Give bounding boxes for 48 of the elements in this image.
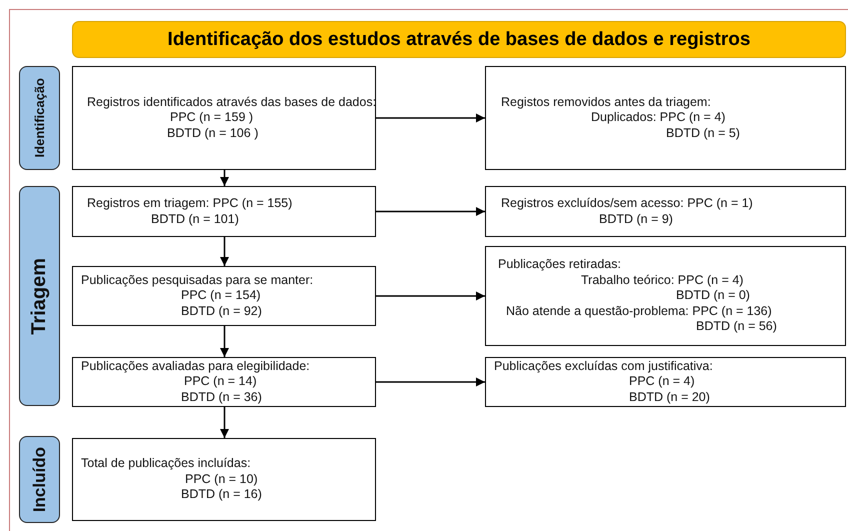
box-text: BDTD (n = 9) xyxy=(598,212,674,227)
box-text: PPC (n = 159 ) xyxy=(169,110,254,126)
box-text: Total de publicações incluídas: xyxy=(80,456,252,472)
box-text: BDTD (n = 5) xyxy=(665,126,741,142)
arrow xyxy=(220,170,229,186)
box-text: Registos removidos antes da triagem: xyxy=(500,94,712,110)
phase-label: Incluído xyxy=(19,436,60,523)
box-text: PPC (n = 10) xyxy=(184,472,259,488)
process-box xyxy=(72,266,376,326)
phase-label: Triagem xyxy=(19,186,60,406)
box-text: Publicações retiradas: xyxy=(497,257,622,273)
box-text: BDTD (n = 106 ) xyxy=(166,126,260,142)
arrow xyxy=(376,292,485,300)
process-box xyxy=(485,246,846,346)
box-text: BDTD (n = 16) xyxy=(180,487,263,503)
arrow xyxy=(220,326,229,357)
box-text: Publicações pesquisadas para se manter: xyxy=(80,272,314,288)
box-text: PPC (n = 14) xyxy=(183,374,258,390)
box-text: Trabalho teórico: PPC (n = 4) xyxy=(580,272,744,288)
box-text: Publicações avaliadas para elegibilidade: xyxy=(80,358,311,374)
box-text: BDTD (n = 36) xyxy=(180,390,263,406)
arrow xyxy=(220,407,229,438)
box-text: Não atende a questão-problema: PPC (n = 136) xyxy=(505,304,773,320)
box-text: PPC (n = 154) xyxy=(180,288,262,304)
arrow xyxy=(376,378,485,386)
arrow xyxy=(376,207,485,216)
process-box xyxy=(72,438,376,521)
process-box xyxy=(485,66,846,170)
box-text: Registros identificados através das bases de dados: xyxy=(86,94,375,110)
box-text: Registros excluídos/sem acesso: PPC (n = 1) xyxy=(500,196,754,212)
box-text: BDTD (n = 56) xyxy=(695,319,778,335)
box-text: Duplicados: PPC (n = 4) xyxy=(590,110,726,126)
process-box xyxy=(485,357,846,407)
box-text: PPC (n = 4) xyxy=(628,374,696,390)
box-text: Registros em triagem: PPC (n = 155) xyxy=(86,196,294,212)
box-text: BDTD (n = 92) xyxy=(180,304,263,320)
phase-label: Identificação xyxy=(19,66,60,170)
process-box xyxy=(72,186,376,237)
process-box xyxy=(72,66,376,170)
box-text: BDTD (n = 20) xyxy=(628,390,711,406)
title-banner: Identificação dos estudos através de bases de dados e registros xyxy=(72,21,846,58)
box-text: Publicações excluídas com justificativa: xyxy=(493,358,714,374)
arrow xyxy=(376,114,485,122)
arrow xyxy=(220,237,229,266)
box-text: BDTD (n = 0) xyxy=(675,288,751,304)
process-box xyxy=(485,186,846,237)
box-text: BDTD (n = 101) xyxy=(150,212,240,227)
process-box xyxy=(72,357,376,407)
